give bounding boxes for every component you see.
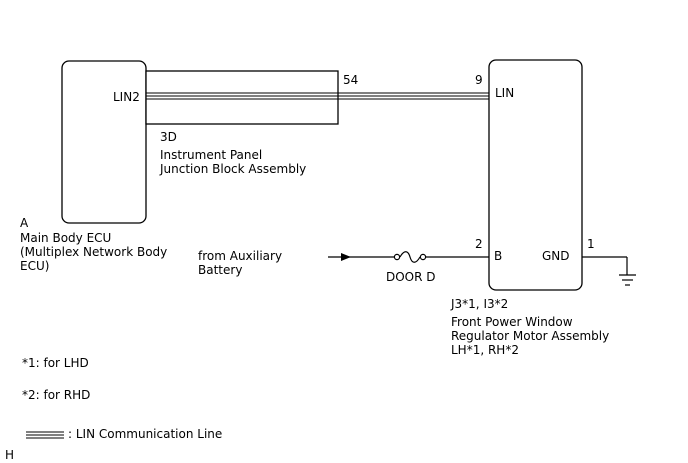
note-rhd: *2: for RHD: [22, 388, 90, 402]
main-ecu-code: A: [20, 216, 29, 230]
motor-b-pin-label: B: [494, 249, 502, 263]
motor-name-line-3: LH*1, RH*2: [451, 343, 519, 357]
junction-block-box: [145, 70, 339, 125]
supply-label-line-2: Battery: [198, 263, 242, 277]
main-ecu-pin-label: LIN2: [113, 90, 140, 104]
lin-communication-wire: [146, 92, 489, 100]
corner-mark: H: [5, 448, 14, 462]
junction-block-pin-number: 54: [343, 73, 358, 87]
junction-block-name-line-2: Junction Block Assembly: [159, 162, 306, 176]
legend-lin-line-symbol: [26, 431, 64, 439]
main-ecu-name-line-1: Main Body ECU: [20, 231, 111, 245]
motor-b-pin-number: 2: [475, 237, 483, 251]
motor-lin-pin-number: 9: [475, 73, 483, 87]
main-ecu-name-line-3: ECU): [20, 259, 49, 273]
motor-gnd-pin-number: 1: [587, 237, 595, 251]
junction-block-name-line-1: Instrument Panel: [160, 148, 262, 162]
main-ecu-name-line-2: (Multiplex Network Body: [20, 245, 167, 259]
power-window-motor-box: [488, 59, 583, 291]
junction-block-code: 3D: [160, 130, 177, 144]
fuse-symbol: [393, 251, 427, 263]
legend-label: : LIN Communication Line: [68, 427, 222, 441]
supply-label-line-1: from Auxiliary: [198, 249, 282, 263]
motor-lin-pin-label: LIN: [495, 86, 514, 100]
ground-symbol: [582, 256, 636, 286]
motor-name-line-1: Front Power Window: [451, 315, 573, 329]
supply-wire: [328, 253, 489, 261]
main-body-ecu-box: [61, 60, 147, 224]
fuse-label: DOOR D: [386, 270, 436, 284]
note-lhd: *1: for LHD: [22, 356, 89, 370]
motor-gnd-pin-label: GND: [542, 249, 570, 263]
motor-code: J3*1, I3*2: [450, 297, 508, 311]
motor-name-line-2: Regulator Motor Assembly: [451, 329, 609, 343]
